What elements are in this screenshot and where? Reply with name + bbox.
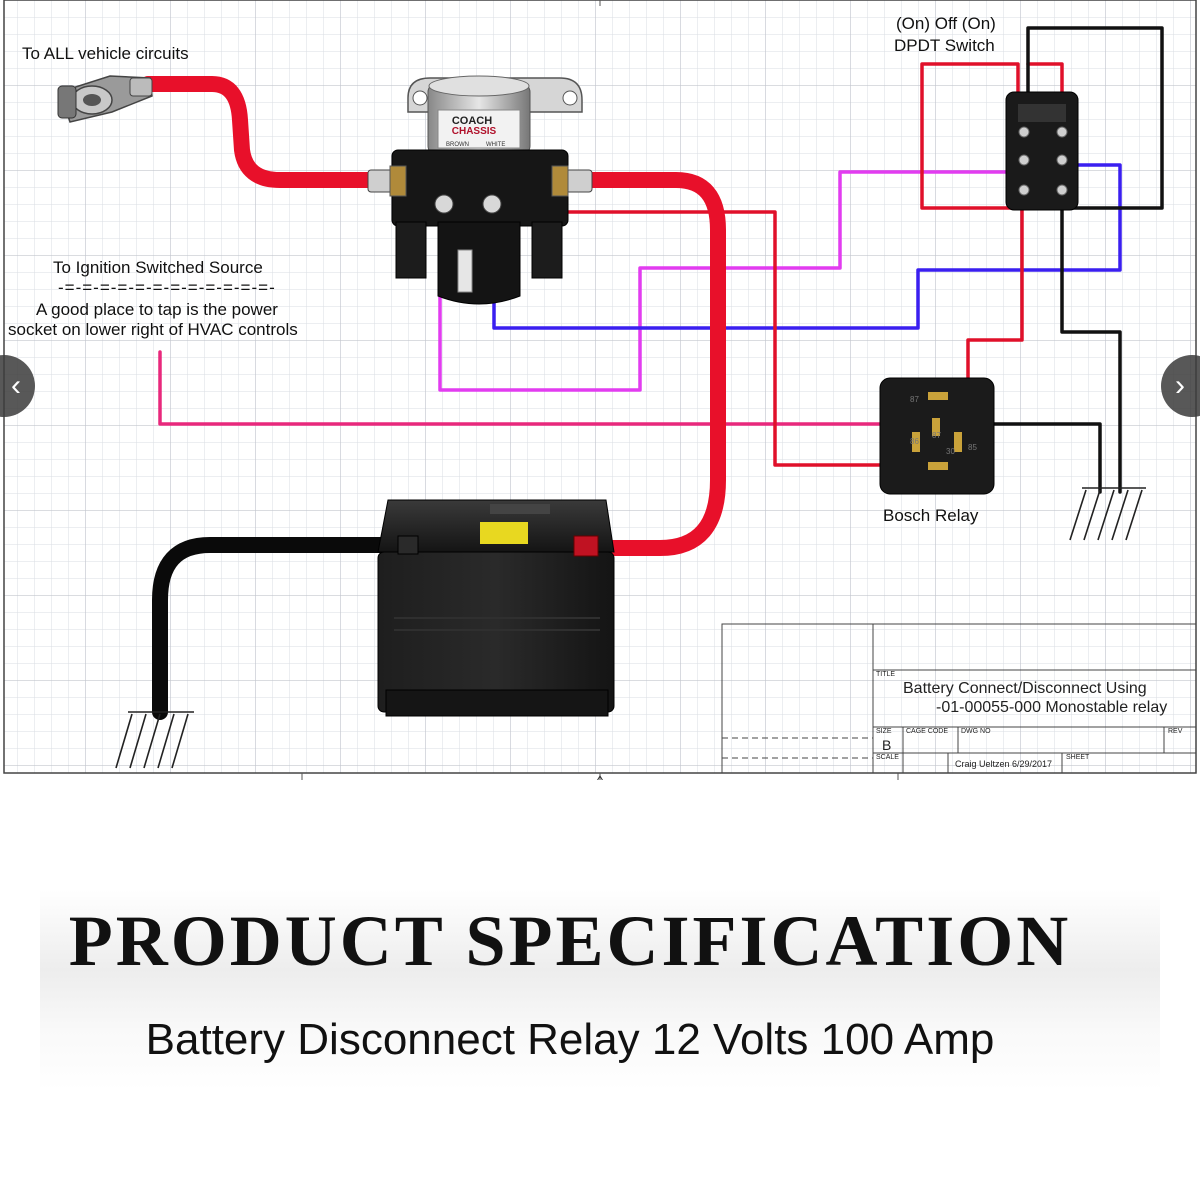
ground-symbol-left	[115, 711, 194, 769]
rev-tag: REV	[1168, 728, 1183, 735]
blue-wire	[492, 163, 1122, 330]
dpdt-switch	[1005, 91, 1079, 211]
title-block	[721, 623, 1197, 774]
red-cable-to-circuits	[140, 76, 380, 188]
red-switch-wire	[966, 204, 1024, 400]
pink-ignition-wire	[158, 350, 902, 426]
solenoid-wire-white: WHITE	[486, 142, 505, 148]
tap-hint-line2: socket on lower right of HVAC controls	[8, 320, 298, 339]
tap-hint-line1: A good place to tap is the power	[36, 300, 278, 319]
black-switch-loop	[1026, 26, 1164, 210]
ground-symbol-right	[1069, 487, 1146, 541]
solenoid-relay: COACH CHASSIS BROWN WHITE	[367, 75, 593, 305]
border-ticks	[301, 0, 899, 780]
size-value: B	[882, 737, 892, 753]
relay-pin-label: 87	[910, 395, 919, 404]
ignition-source-label: To Ignition Switched Source	[53, 258, 263, 277]
relay-pin-label: 87	[932, 431, 941, 440]
next-image-button[interactable]: ›	[1161, 355, 1200, 417]
author-stamp: Craig Ueltzen 6/29/2017	[955, 759, 1053, 769]
spec-highlight-band	[40, 890, 1160, 1090]
vehicle-circuits-label: To ALL vehicle circuits	[22, 44, 189, 63]
solenoid-wire-brown: BROWN	[446, 142, 469, 148]
relay-pin-label: 30	[946, 447, 955, 456]
spec-heading: PRODUCT SPECIFICATION	[68, 901, 1072, 981]
black-relay-ground-wire	[986, 422, 1102, 494]
chevron-right-icon: ›	[1175, 369, 1185, 402]
sheet-tag: SHEET	[1066, 754, 1090, 761]
scale-tag: SCALE	[876, 754, 899, 761]
relay-name-label: Bosch Relay	[883, 506, 979, 525]
chevron-left-icon: ‹	[11, 369, 21, 402]
solenoid-brand-line2: CHASSIS	[452, 126, 497, 137]
wiring-diagram: COACH CHASSIS BROWN WHITE 87 86 87 30 85	[3, 0, 1197, 780]
red-control-wire	[560, 210, 902, 467]
spec-subheading: Battery Disconnect Relay 12 Volts 100 Am…	[145, 1015, 995, 1064]
relay-pin-label: 85	[968, 443, 977, 452]
car-battery	[377, 499, 615, 717]
relay-pin-label: 86	[910, 437, 919, 446]
bosch-relay: 87 86 87 30 85	[879, 377, 995, 495]
black-cable-battery-ground	[152, 537, 408, 720]
size-tag: SIZE	[876, 728, 892, 735]
switch-mode-label: (On) Off (On)	[896, 14, 996, 33]
cage-code-tag: CAGE CODE	[906, 728, 949, 735]
dwg-no-tag: DWG NO	[961, 728, 991, 735]
magenta-wire	[438, 170, 1020, 392]
switch-type-label: DPDT Switch	[894, 36, 995, 55]
ignition-dashes: -=-=-=-=-=-=-=-=-=-=-=-=-	[58, 278, 276, 297]
black-switch-ground-wire	[1060, 208, 1122, 494]
drawing-title-line2: -01-00055-000 Monostable relay	[936, 699, 1168, 716]
battery-terminal-clamp-icon	[57, 75, 153, 123]
red-cable-to-battery	[584, 172, 726, 556]
drawing-title-line1: Battery Connect/Disconnect Using	[903, 680, 1147, 697]
solenoid-brand-line1: COACH	[452, 115, 492, 127]
title-tag: TITLE	[876, 671, 896, 678]
